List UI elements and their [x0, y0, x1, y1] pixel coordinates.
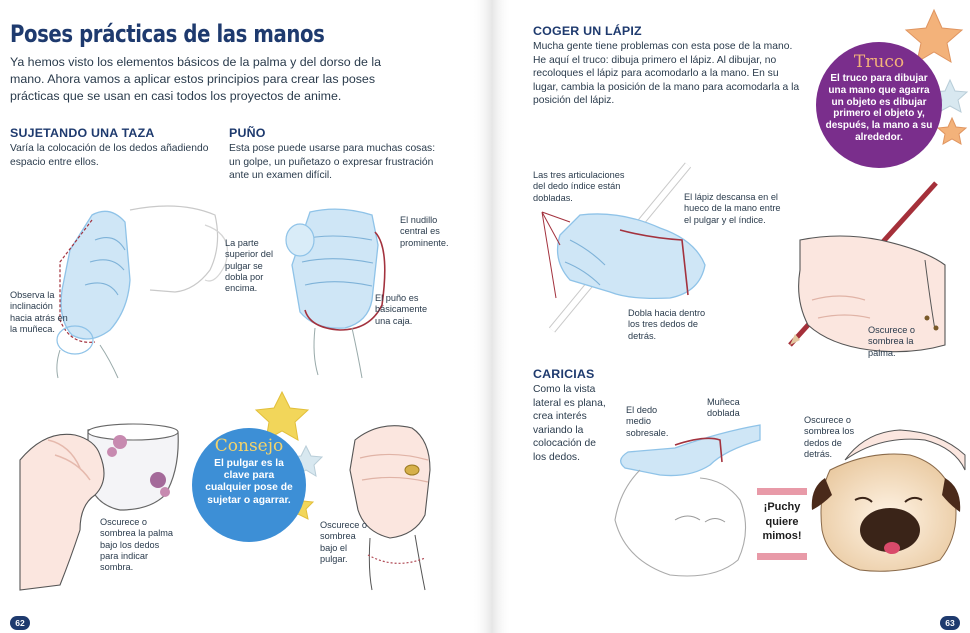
section-heading-lapiz: COGER UN LÁPIZ [533, 24, 642, 38]
fist-illustration [349, 425, 431, 591]
note-pulgar: La parte superior del pulgar se dobla po… [225, 238, 274, 294]
note-dedos-detras: Oscurece o sombrea los dedos de detrás. [804, 415, 855, 459]
note-dobla: Dobla hacia dentro los tres dedos de det… [628, 308, 706, 341]
page-number-left: 62 [10, 616, 30, 630]
puchy-label: ¡Puchy quiere mimos! [757, 488, 807, 560]
pencil-hand-illustration [788, 181, 946, 353]
section-text-puno: Esta pose puede usarse para muchas cosas… [229, 143, 436, 181]
truco-title: Truco [853, 52, 905, 72]
note-muneca: Muñeca doblada [707, 397, 740, 419]
note-articulaciones: Las tres articulaciones del dedo índice … [533, 170, 625, 203]
truco-bubble: Truco El truco para dibujar una mano que… [816, 42, 942, 168]
consejo-title: Consejo [214, 436, 284, 456]
section-text-caricias: Como la vista lateral es plana, crea int… [533, 384, 606, 463]
pug-illustration [811, 429, 966, 572]
note-dedo-medio: El dedo medio sobresale. [626, 405, 669, 438]
fist-construction [285, 208, 386, 379]
cup-hand-construction [56, 205, 229, 379]
page-title: Poses prácticas de las manos [10, 20, 325, 48]
section-text-taza: Varía la colocación de los dedos añadien… [10, 143, 209, 168]
note-palma: Oscurece o sombrea la palma. [868, 325, 915, 358]
note-inclinacion: Observa la inclinación hacia atrás en la… [10, 290, 68, 334]
note-sombra-pulgar: Oscurece o sombrea bajo el pulgar. [320, 520, 367, 564]
note-descansa: El lápiz descansa en el hueco de la mano… [684, 192, 781, 225]
consejo-bubble: Consejo El pulgar es la clave para cualq… [192, 428, 306, 542]
petting-hand-construction [614, 424, 761, 577]
section-text-lapiz: Mucha gente tiene problemas con esta pos… [533, 41, 800, 106]
truco-text: El truco para dibujar una mano que agarr… [825, 73, 933, 143]
page-gutter [472, 0, 512, 633]
pencil-hand-construction [541, 162, 706, 333]
page-number-right: 63 [940, 616, 960, 630]
section-heading-puno: PUÑO [229, 126, 266, 140]
intro-paragraph: Ya hemos visto los elementos básicos de … [10, 55, 381, 103]
note-caja: El puño es básicamente una caja. [375, 293, 428, 326]
section-heading-caricias: CARICIAS [533, 367, 595, 381]
note-sombra-palma: Oscurece o sombrea la palma bajo los ded… [100, 517, 174, 573]
section-heading-taza: SUJETANDO UNA TAZA [10, 126, 155, 140]
note-nudillo: El nudillo central es prominente. [400, 215, 449, 248]
consejo-text: El pulgar es la clave para cualquier pos… [205, 458, 293, 506]
cup-hand-illustration [19, 423, 179, 591]
